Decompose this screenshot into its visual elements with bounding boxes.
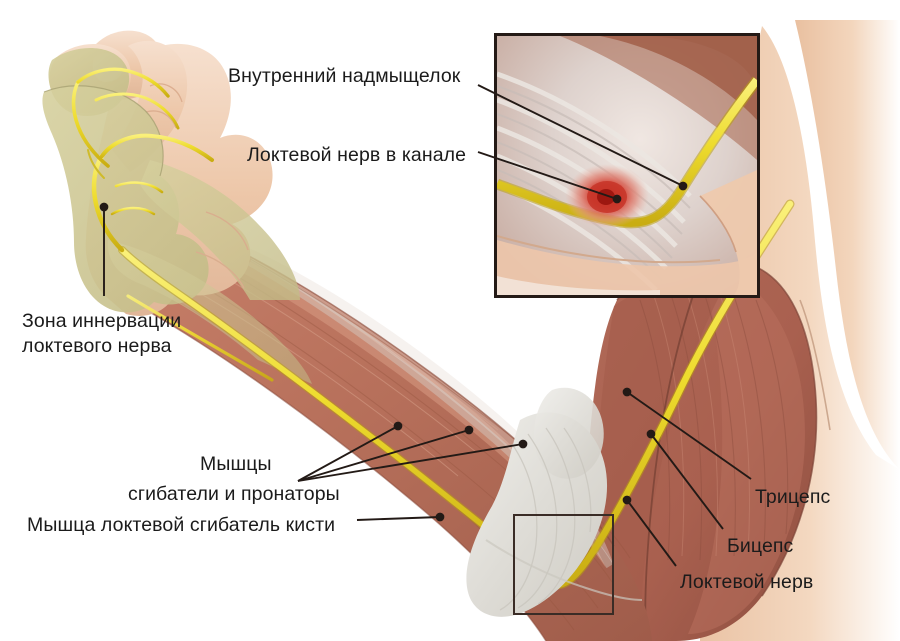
label-flexor-muscles-line1: Мышцы	[200, 453, 272, 475]
label-ulnar-nerve-in-canal: Локтевой нерв в канале	[247, 144, 467, 166]
hand	[42, 30, 312, 384]
label-biceps: Бицепс	[727, 535, 794, 557]
magnification-source-box	[513, 514, 614, 615]
label-ulnar-nerve: Локтевой нерв	[680, 571, 814, 593]
leader-medial-epicondyle	[477, 84, 688, 191]
leader-biceps	[646, 429, 724, 530]
label-flexor-carpi-ulnaris: Мышца локтевой сгибатель кисти	[27, 514, 336, 536]
leader-flexor-muscles	[297, 421, 528, 482]
inset-frame	[494, 33, 760, 298]
leader-triceps	[622, 387, 752, 480]
upper-arm-muscles	[583, 257, 818, 641]
label-innervation-zone-line2: локтевого нерва	[22, 335, 172, 357]
label-triceps: Трицепс	[755, 486, 831, 508]
leader-flexor-carpi-ulnaris	[356, 512, 445, 522]
label-flexor-muscles-line2: сгибатели и пронаторы	[128, 483, 340, 505]
leader-innervation-zone	[99, 202, 109, 296]
leader-ulnar-nerve-canal	[477, 151, 622, 204]
label-medial-epicondyle: Внутренний надмыщелок	[228, 65, 461, 87]
label-innervation-zone-line1: Зона иннервации	[22, 310, 182, 332]
leader-ulnar-nerve	[622, 495, 677, 567]
